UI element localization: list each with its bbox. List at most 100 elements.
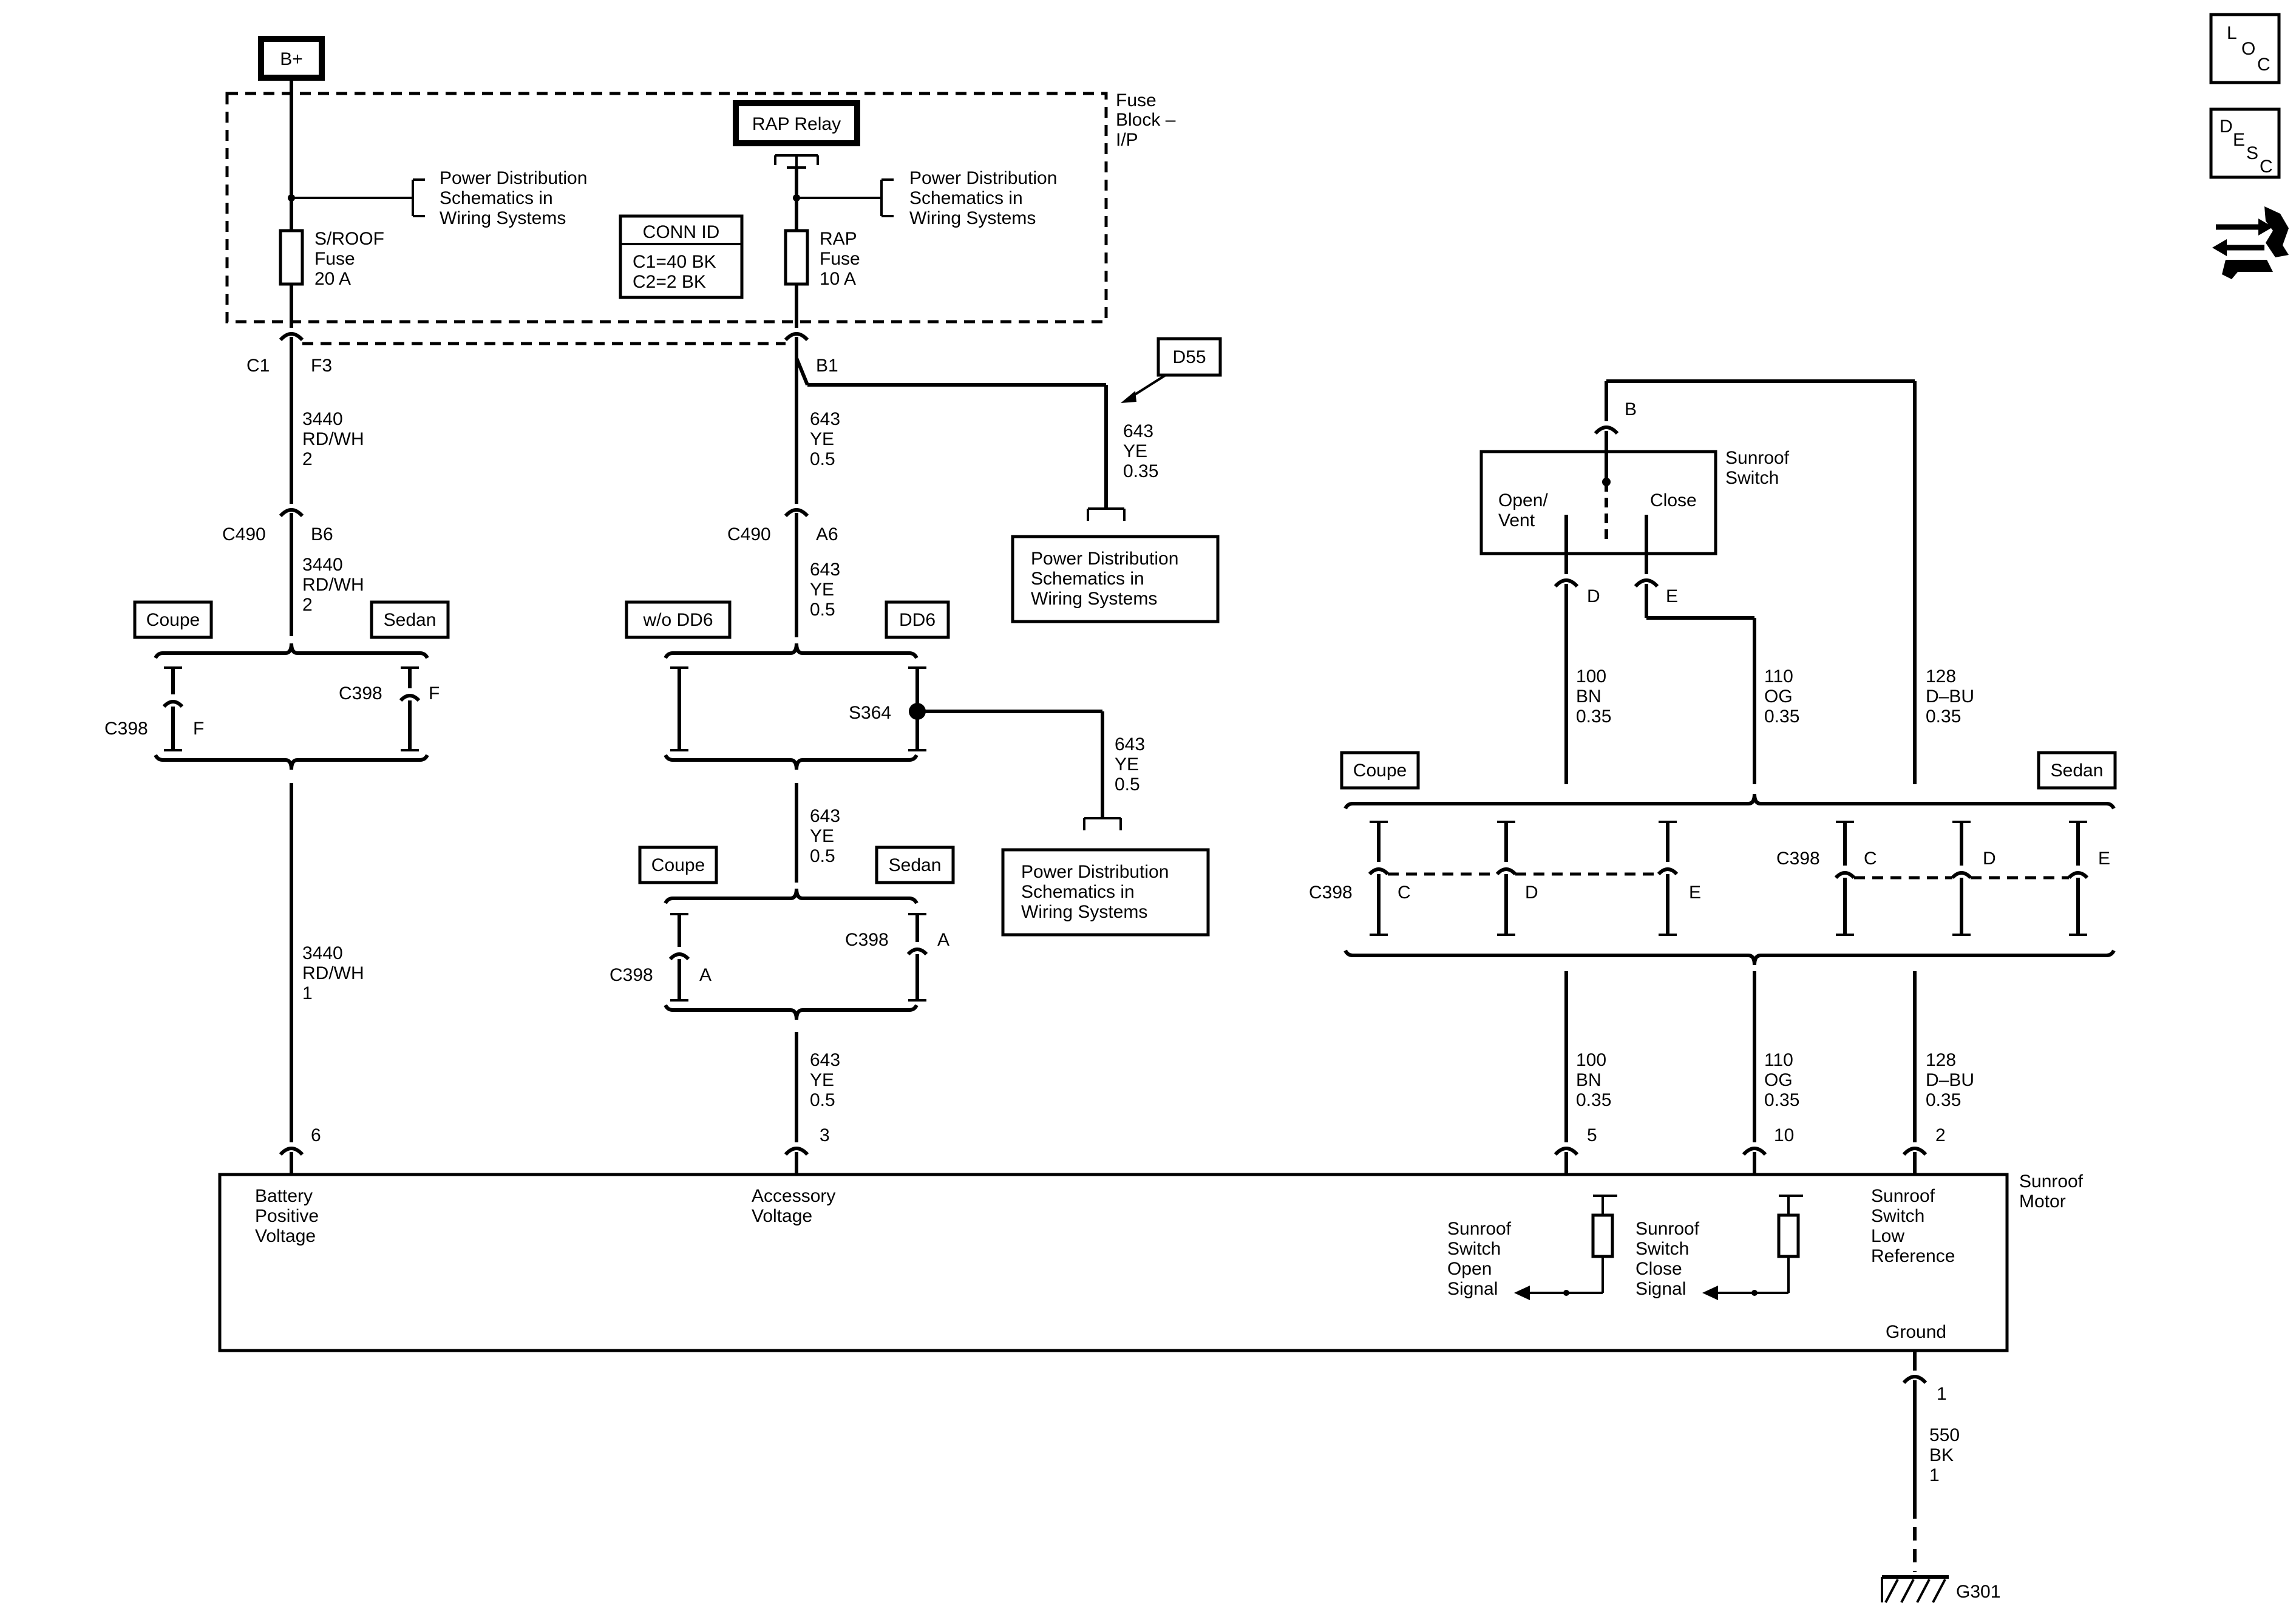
svg-text:550: 550	[1929, 1425, 1960, 1445]
svg-text:0.5: 0.5	[810, 1090, 835, 1110]
svg-text:0.35: 0.35	[1764, 707, 1799, 727]
svg-text:DD6: DD6	[899, 610, 936, 630]
svg-text:C398: C398	[1776, 849, 1820, 869]
svg-text:Sunroof: Sunroof	[1871, 1186, 1935, 1206]
connector-c1-b1: B1	[784, 332, 838, 376]
svg-text:Open: Open	[1447, 1259, 1492, 1279]
svg-text:C398: C398	[104, 719, 148, 739]
loc-icon[interactable]: L O C	[2209, 13, 2281, 84]
svg-text:D–BU: D–BU	[1926, 686, 1974, 707]
sunroof-switch: Sunroof Switch Open/ Vent Close	[1479, 431, 1790, 574]
svg-text:C398: C398	[339, 683, 382, 703]
svg-text:E: E	[1689, 883, 1701, 903]
svg-text:F3: F3	[311, 356, 332, 376]
svg-text:S: S	[2246, 143, 2258, 163]
svg-text:Voltage: Voltage	[255, 1226, 316, 1246]
svg-text:F: F	[193, 719, 204, 739]
wire-643-upper: 643 YE 0.5	[810, 409, 840, 469]
svg-text:S/ROOF: S/ROOF	[314, 229, 384, 249]
svg-text:Sedan: Sedan	[889, 855, 942, 875]
svg-text:Schematics in: Schematics in	[440, 188, 553, 208]
svg-text:w/o DD6: w/o DD6	[642, 610, 713, 630]
connector-c1-f3: C1 F3	[246, 332, 332, 376]
svg-text:C: C	[2260, 157, 2273, 177]
svg-text:Power Distribution: Power Distribution	[1031, 549, 1178, 569]
svg-text:Switch: Switch	[1635, 1239, 1689, 1259]
svg-text:Wiring Systems: Wiring Systems	[909, 208, 1036, 228]
svg-text:BN: BN	[1576, 1070, 1601, 1090]
b-plus-source: B+	[258, 36, 325, 81]
desc-icon[interactable]: D E S C	[2209, 107, 2281, 179]
svg-text:0.35: 0.35	[1926, 707, 1961, 727]
svg-text:1: 1	[302, 983, 313, 1003]
svg-text:643: 643	[810, 560, 840, 580]
wire-643-bottom: 643 YE 0.5	[810, 1050, 840, 1110]
sunroof-motor: Sunroof Motor Battery Positive Voltage A…	[218, 1171, 2084, 1352]
svg-text:C1=40 BK: C1=40 BK	[633, 252, 716, 272]
svg-text:Sedan: Sedan	[384, 610, 436, 630]
svg-text:1: 1	[1929, 1465, 1940, 1485]
svg-text:0.35: 0.35	[1576, 707, 1611, 727]
svg-text:Power Distribution: Power Distribution	[909, 168, 1057, 188]
svg-text:B1: B1	[816, 356, 838, 376]
svg-text:I/P: I/P	[1116, 130, 1138, 150]
svg-text:1: 1	[1937, 1384, 1947, 1404]
svg-text:A: A	[937, 930, 949, 950]
svg-text:C398: C398	[610, 965, 653, 985]
svg-text:D55: D55	[1172, 347, 1206, 367]
svg-text:RAP: RAP	[820, 229, 857, 249]
svg-text:Signal: Signal	[1447, 1279, 1498, 1299]
svg-text:YE: YE	[1115, 754, 1139, 775]
svg-text:3: 3	[820, 1125, 830, 1145]
svg-text:YE: YE	[810, 580, 834, 600]
svg-text:B+: B+	[280, 49, 303, 69]
wire-110-lower: 110 OG 0.35	[1764, 1050, 1799, 1110]
pds-reference-rap: Power Distribution Schematics in Wiring …	[793, 168, 1057, 228]
svg-text:Accessory: Accessory	[752, 1186, 835, 1206]
wire-110-upper: 110 OG 0.35	[1764, 666, 1799, 727]
svg-text:C: C	[1864, 849, 1877, 869]
svg-text:Schematics in: Schematics in	[1031, 569, 1144, 589]
svg-text:Power Distribution: Power Distribution	[440, 168, 587, 188]
wire-128-lower: 128 D–BU 0.35	[1926, 1050, 1974, 1110]
svg-text:C490: C490	[222, 524, 266, 544]
pds-reference-s364: Power Distribution Schematics in Wiring …	[1001, 817, 1210, 937]
switch-pin-e: E	[1634, 578, 1678, 606]
svg-text:A6: A6	[816, 524, 838, 544]
wire-100-lower: 100 BN 0.35	[1576, 1050, 1611, 1110]
svg-text:Sunroof: Sunroof	[2019, 1171, 2084, 1192]
svg-text:Fuse: Fuse	[820, 249, 860, 269]
svg-text:643: 643	[810, 1050, 840, 1070]
wire-3440-mid: 3440 RD/WH 2	[302, 555, 364, 615]
svg-text:Fuse: Fuse	[1116, 90, 1156, 110]
svg-text:110: 110	[1764, 1050, 1793, 1070]
svg-text:RAP Relay: RAP Relay	[752, 114, 841, 134]
svg-text:F: F	[429, 683, 440, 703]
svg-text:3440: 3440	[302, 409, 343, 429]
svg-text:0.5: 0.5	[810, 600, 835, 620]
svg-text:0.5: 0.5	[810, 449, 835, 469]
svg-text:100: 100	[1576, 1050, 1606, 1070]
connector-c490-b6: C490 B6	[222, 508, 333, 544]
motor-pin-3: 3	[784, 1125, 830, 1156]
wire-128-upper: 128 D–BU 0.35	[1926, 666, 1974, 727]
svg-text:Schematics in: Schematics in	[909, 188, 1023, 208]
close-signal-circuit	[1702, 1195, 1803, 1300]
pds-reference-sroof: Power Distribution Schematics in Wiring …	[288, 168, 587, 228]
svg-text:643: 643	[1115, 734, 1145, 754]
svg-text:100: 100	[1576, 666, 1606, 686]
open-signal-circuit	[1514, 1195, 1617, 1300]
svg-text:B6: B6	[311, 524, 333, 544]
connector-tool-icon[interactable]	[2212, 206, 2289, 279]
svg-text:E: E	[2233, 130, 2245, 150]
svg-text:A: A	[699, 965, 712, 985]
svg-text:L: L	[2227, 23, 2237, 43]
svg-text:Close: Close	[1650, 490, 1697, 510]
svg-text:C398: C398	[845, 930, 889, 950]
svg-text:10 A: 10 A	[820, 269, 856, 289]
svg-text:YE: YE	[810, 1070, 834, 1090]
svg-text:Power Distribution: Power Distribution	[1021, 862, 1169, 882]
svg-text:YE: YE	[1123, 441, 1147, 461]
svg-text:2: 2	[302, 595, 313, 615]
